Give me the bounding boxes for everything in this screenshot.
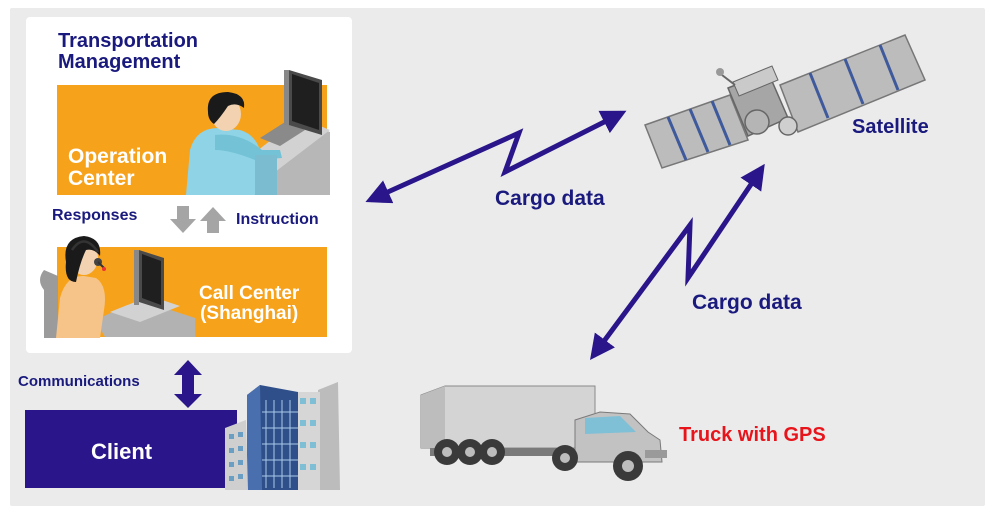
instruction-arrow-up-icon (200, 207, 226, 233)
operation-center-label: Operation Center (68, 145, 168, 191)
cargo-data-link-1 (365, 110, 627, 204)
call-center-line-1: Call Center (199, 283, 300, 304)
truck-label: Truck with GPS (679, 424, 826, 446)
cargo-data-label-2: Cargo data (692, 291, 802, 314)
responses-arrow-down-icon (170, 206, 196, 233)
cargo-data-link-2 (590, 163, 765, 361)
panel-title: Transportation Management (58, 31, 198, 73)
satellite-label: Satellite (852, 116, 929, 138)
operation-center-line-1: Operation (68, 145, 168, 168)
title-line-1: Transportation (58, 30, 199, 52)
title-line-2: Management (58, 51, 181, 73)
call-center-line-2: (Shanghai) (200, 302, 299, 324)
communications-label: Communications (18, 373, 140, 390)
cargo-data-label-1: Cargo data (495, 187, 605, 210)
client-box (25, 410, 237, 488)
client-label: Client (91, 439, 153, 464)
responses-label: Responses (52, 207, 138, 224)
call-center-label: Call Center (Shanghai) (199, 284, 299, 324)
operation-center-line-2: Center (68, 167, 135, 191)
instruction-label: Instruction (236, 211, 319, 228)
